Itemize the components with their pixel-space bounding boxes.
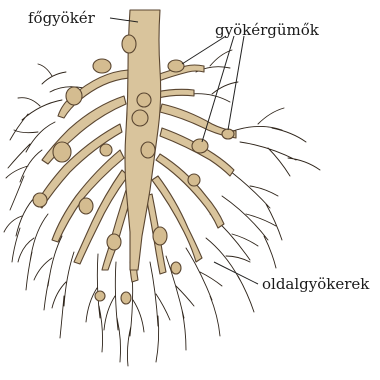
leader-lateral bbox=[214, 262, 258, 284]
leader-nodule-1 bbox=[182, 36, 226, 64]
main-root-label: főgyökér bbox=[28, 11, 95, 26]
lateral-roots-label: oldalgyökerek bbox=[262, 277, 369, 292]
nodules-label: gyökérgümők bbox=[215, 23, 319, 38]
